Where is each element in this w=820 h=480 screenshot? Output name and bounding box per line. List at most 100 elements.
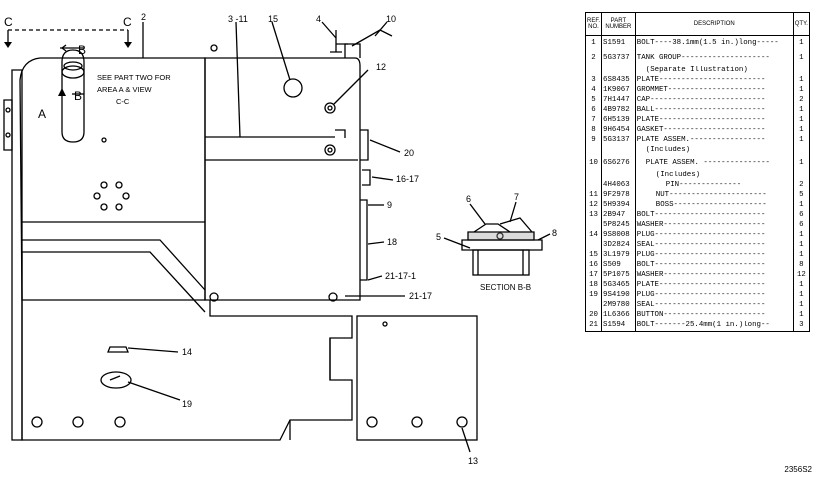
part-number-cell: 9S8008 — [601, 231, 636, 241]
description-cell: BOSS--------------------- — [635, 201, 794, 211]
ref-number-cell: 20 — [584, 311, 603, 321]
description-cell: NUT---------------------- — [635, 191, 794, 201]
ref-number-cell — [584, 241, 603, 251]
see-part-two-note-line2: AREA A & VIEW — [97, 85, 153, 94]
description-cell: WASHER----------------------- — [635, 221, 794, 231]
quantity-cell: 8 — [793, 261, 811, 271]
quantity-cell: 1 — [793, 201, 811, 211]
section-b-b-drawing — [461, 217, 543, 276]
callout-12: 12 — [376, 62, 386, 72]
part-number-cell: 9S4190 — [601, 291, 636, 301]
description-cell: (Separate Illustration) — [635, 66, 794, 76]
callout-21-17-1: 21-17-1 — [385, 271, 416, 281]
description-cell: PLUG------------------------- — [635, 231, 794, 241]
part-number-cell: 5G3737 — [601, 51, 636, 66]
header-qty: QTY. — [792, 12, 811, 36]
part-number-cell — [601, 146, 636, 156]
header-ref-no: REF. NO. — [584, 12, 603, 36]
quantity-cell: 1 — [793, 106, 811, 116]
parts-list-row: (Includes) — [584, 171, 811, 181]
part-number-cell: 4B9782 — [601, 106, 636, 116]
description-cell: PLATE ASSEM.----------------- — [635, 136, 794, 146]
ref-number-cell: 14 — [584, 231, 603, 241]
description-cell: (Includes) — [635, 171, 794, 181]
quantity-cell: 1 — [793, 136, 811, 146]
ref-number-cell — [584, 301, 603, 311]
quantity-cell: 2 — [793, 96, 811, 106]
part-number-cell: 2B947 — [601, 211, 636, 221]
view-label-a: A — [38, 107, 46, 121]
part-number-cell: 4H4063 — [601, 181, 636, 191]
description-cell: GROMMET---------------------- — [635, 86, 794, 96]
part-number-cell: 3L1979 — [601, 251, 636, 261]
view-label-c-right: C — [123, 15, 132, 29]
description-cell: PLUG------------------------- — [635, 291, 794, 301]
quantity-cell: 1 — [793, 156, 811, 171]
callout-5: 5 — [436, 232, 441, 242]
header-part-number: PART NUMBER — [601, 12, 636, 36]
description-cell: SEAL------------------------- — [635, 301, 794, 311]
quantity-cell: 1 — [793, 86, 811, 96]
callout-13: 13 — [468, 456, 478, 466]
part-number-cell: 6S6276 — [601, 156, 636, 171]
ref-number-cell: 17 — [584, 271, 603, 281]
part-number-cell: S1591 — [601, 35, 636, 51]
part-number-cell: 5P1075 — [601, 271, 636, 281]
description-cell: CAP-------------------------- — [635, 96, 794, 106]
part-number-cell: 6S8435 — [601, 76, 636, 86]
tank-base-outline — [21, 252, 353, 441]
callout-3-11: 3 -11 — [228, 14, 248, 24]
ref-number-cell: 21 — [584, 321, 603, 332]
quantity-cell: 1 — [793, 311, 811, 321]
part-number-cell: 1K9067 — [601, 86, 636, 96]
parts-list-header: REF. NO. PART NUMBER DESCRIPTION QTY. — [584, 12, 811, 36]
description-cell: GASKET----------------------- — [635, 126, 794, 136]
quantity-cell: 6 — [793, 211, 811, 221]
right-block-outline — [356, 315, 478, 441]
ref-number-cell: 4 — [584, 86, 603, 96]
quantity-cell: 1 — [793, 251, 811, 261]
quantity-cell: 1 — [793, 241, 811, 251]
description-cell: TANK GROUP-------------------- — [635, 51, 794, 66]
ref-number-cell: 11 — [584, 191, 603, 201]
plate-assembly-outline — [204, 57, 361, 301]
callout-21-17: 21-17 — [409, 291, 432, 301]
quantity-cell: 1 — [793, 116, 811, 126]
see-part-two-note-line3: C-C — [116, 97, 130, 106]
part-number-cell: 9H6454 — [601, 126, 636, 136]
description-cell: PLATE ASSEM. --------------- — [635, 156, 794, 171]
part-number-cell: 2M9780 — [601, 301, 636, 311]
ref-number-cell: 8 — [584, 126, 603, 136]
callout-14: 14 — [182, 347, 192, 357]
description-cell: BUTTON----------------------- — [635, 311, 794, 321]
view-label-c-left: C — [4, 15, 13, 29]
parts-list-row: (Includes) — [584, 146, 811, 156]
callout-16-17: 16-17 — [396, 174, 419, 184]
view-label-b-top: B — [78, 43, 86, 57]
part-number-cell — [601, 171, 636, 181]
part-number-cell: 3D2824 — [601, 241, 636, 251]
callout-7: 7 — [514, 192, 519, 202]
part-number-cell: 6H5139 — [601, 116, 636, 126]
description-cell: BOLT-------25.4mm(1 in.)long-- — [635, 321, 794, 332]
description-cell: SEAL------------------------- — [635, 241, 794, 251]
part-number-cell: 9F2978 — [601, 191, 636, 201]
ref-number-cell: 3 — [584, 76, 603, 86]
callout-15: 15 — [268, 14, 278, 24]
quantity-cell: 1 — [793, 76, 811, 86]
see-part-two-note-line1: SEE PART TWO FOR — [97, 73, 171, 82]
